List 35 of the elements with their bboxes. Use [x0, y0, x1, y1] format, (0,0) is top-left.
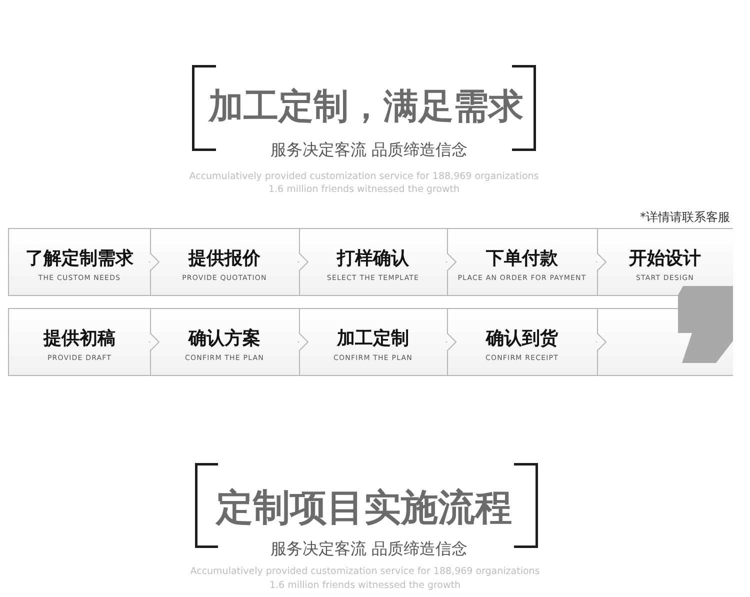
- step-box: [597, 228, 733, 296]
- step-box: [447, 308, 597, 376]
- step-title: 打样确认: [337, 248, 409, 270]
- step-box: [299, 308, 447, 376]
- section-heading: 定制项目实施流程: [216, 486, 512, 530]
- tagline-text: Accumulatively provided customization service for 188,969 organizations: [190, 566, 540, 578]
- slogan-text: 服务决定客流 品质缔造信念: [270, 539, 468, 559]
- step-box: [447, 228, 597, 296]
- step-title: 确认到货: [486, 328, 558, 350]
- step-title: 下单付款: [486, 248, 558, 270]
- step-box: [299, 228, 447, 296]
- step-title: 了解定制需求: [26, 248, 134, 270]
- section-heading: 加工定制，满足需求: [208, 86, 524, 128]
- tagline-text: 1.6 million friends witnessed the growth: [270, 580, 460, 592]
- slogan-text: 服务决定客流 品质缔造信念: [270, 140, 468, 160]
- chevron-arrow: [596, 252, 606, 272]
- step-box: [150, 308, 299, 376]
- step-title: 加工定制: [337, 328, 409, 350]
- chevron-arrow: [298, 252, 308, 272]
- chevron-arrow: [148, 332, 160, 352]
- note-text: *详情请联系客服: [640, 210, 730, 225]
- step-box: [150, 228, 299, 296]
- chevron-arrow: [596, 332, 606, 352]
- chevron-arrow: [446, 332, 456, 352]
- chevron-arrow: [148, 252, 160, 272]
- tagline-text: 1.6 million friends witnessed the growth: [268, 184, 460, 196]
- chevron-arrow: [298, 332, 308, 352]
- tagline-text: Accumulatively provided customization service for 188,969 organizations: [189, 171, 539, 183]
- chevron-arrow: [446, 252, 456, 272]
- step-title: 提供初稿: [44, 328, 116, 350]
- step-title: 开始设计: [629, 248, 701, 270]
- step-box: [8, 228, 150, 296]
- step-title: 确认方案: [188, 328, 260, 350]
- step-title: 提供报价: [188, 248, 260, 270]
- step-box: [8, 308, 150, 376]
